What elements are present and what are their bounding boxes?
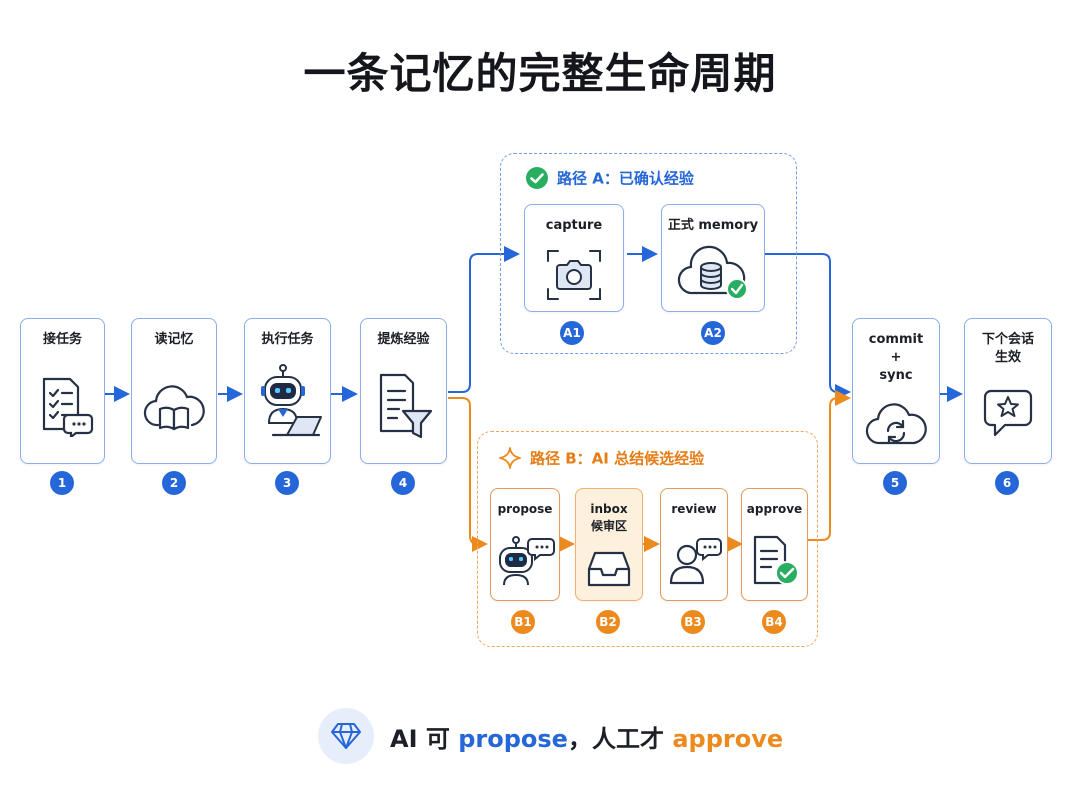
path-a-card-capture: capture (524, 204, 624, 312)
step-badge: 6 (995, 471, 1019, 495)
document-check-icon (753, 535, 799, 585)
step-badge: 3 (275, 471, 299, 495)
path-a-header: 路径 A：已确认经验 (525, 166, 694, 190)
path-b-card-propose: propose (490, 488, 560, 601)
robot-laptop-icon (260, 364, 322, 437)
footer-part1: AI 可 (390, 724, 459, 753)
arrow-4-b1 (448, 397, 488, 552)
card-badge: B3 (681, 610, 705, 634)
path-b-header: 路径 B：AI 总结候选经验 (498, 446, 704, 470)
cloud-sync-icon (865, 403, 927, 445)
footer-part3: ，人工才 (567, 724, 673, 753)
step-badge: 4 (391, 471, 415, 495)
footer-propose: propose (458, 724, 568, 753)
step-badge: 5 (883, 471, 907, 495)
path-a-card-formal-memory: 正式 memory (661, 204, 765, 312)
step-badge: 1 (50, 471, 74, 495)
step-label: commit + sync (868, 332, 924, 383)
footer-note: AI 可 propose，人工才 approve (318, 708, 783, 764)
path-b-title: 路径 B：AI 总结候选经验 (530, 449, 705, 468)
card-label: 正式 memory (667, 218, 759, 233)
document-filter-icon (379, 373, 432, 439)
person-chat-icon (669, 538, 722, 585)
diamond-icon (331, 723, 361, 749)
step-card-read-memory: 读记忆 (131, 318, 217, 464)
step-label: 提炼经验 (377, 332, 430, 347)
inbox-tray-icon (587, 551, 631, 587)
page-title: 一条记忆的完整生命周期 (303, 49, 777, 98)
step-label: 执行任务 (261, 332, 314, 347)
card-badge: B4 (762, 610, 786, 634)
card-label: capture (545, 218, 603, 233)
step-label: 下个会话 生效 (981, 332, 1034, 365)
card-badge: B1 (511, 610, 535, 634)
card-label: approve (746, 502, 803, 516)
arrow-b4-5 (808, 390, 851, 541)
chat-star-icon (983, 389, 1033, 437)
card-badge: B2 (596, 610, 620, 634)
step-label: 接任务 (42, 332, 82, 347)
footer-text: AI 可 propose，人工才 approve (390, 719, 783, 754)
card-label: propose (497, 502, 553, 516)
path-b-card-approve: approve (741, 488, 808, 601)
task-list-icon (42, 377, 93, 437)
arrow-a2-5 (765, 253, 851, 400)
step-card-receive-task: 接任务 (20, 318, 105, 464)
step-label: 读记忆 (154, 332, 194, 347)
path-b-card-review: review (660, 488, 728, 601)
step-card-execute-task: 执行任务 (244, 318, 331, 464)
card-badge: A1 (560, 321, 584, 345)
cloud-database-icon (677, 245, 748, 300)
arrow-4-a1 (448, 246, 520, 393)
card-label: review (671, 502, 717, 516)
sparkle-icon (499, 447, 521, 469)
card-label: inbox 候审区 (590, 502, 628, 533)
card-badge: A2 (701, 321, 725, 345)
footer-icon-circle (318, 708, 374, 764)
footer-approve: approve (672, 724, 784, 753)
step-card-next-session: 下个会话 生效 (964, 318, 1052, 464)
path-a-group (500, 153, 797, 354)
check-circle-icon (526, 167, 548, 189)
camera-icon (547, 250, 601, 300)
robot-chat-icon (499, 536, 555, 586)
path-b-card-inbox: inbox 候审区 (575, 488, 643, 601)
cloud-book-icon (143, 385, 205, 431)
step-card-commit-sync: commit + sync (852, 318, 940, 464)
path-a-title: 路径 A：已确认经验 (557, 169, 694, 188)
path-b-group (477, 431, 818, 647)
step-badge: 2 (162, 471, 186, 495)
step-card-refine-experience: 提炼经验 (360, 318, 447, 464)
